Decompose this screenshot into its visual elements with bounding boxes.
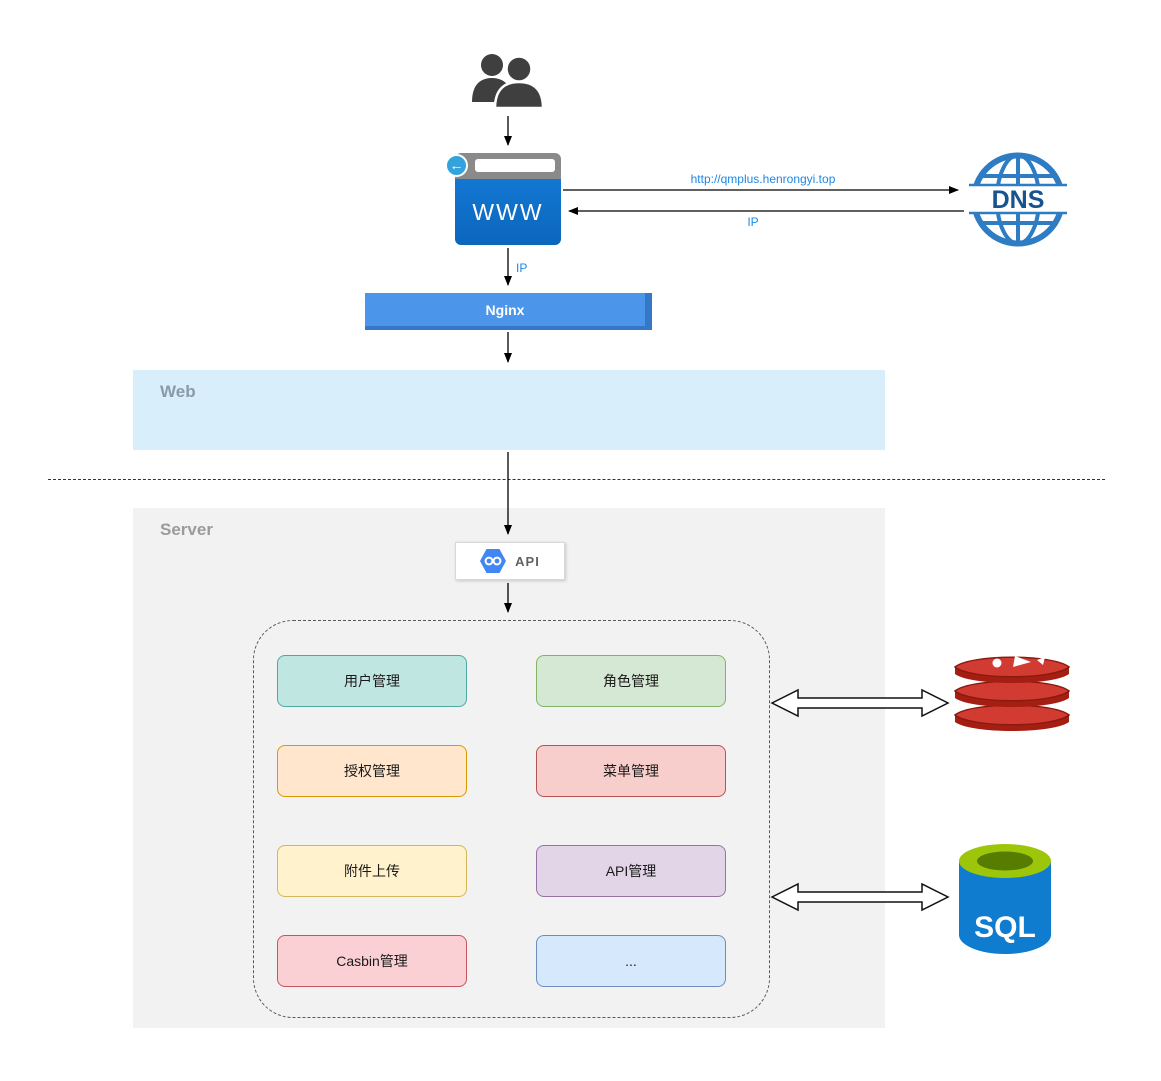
browser-icon: ← WWW [445, 153, 561, 245]
request-url-label: http://qmplus.henrongyi.top [690, 172, 836, 186]
nginx-node: Nginx [365, 293, 652, 330]
server-zone: Server [133, 508, 885, 1028]
dns-globe-icon: DNS [968, 152, 1068, 247]
sql-label: SQL [974, 911, 1036, 944]
web-zone: Web [133, 370, 885, 450]
back-arrow-icon: ← [445, 154, 468, 177]
browser-toolbar: ← [445, 153, 561, 179]
module-box-role-mgmt: 角色管理 [536, 655, 726, 707]
module-box-more: ... [536, 935, 726, 987]
dns-ip-label: IP [747, 215, 759, 229]
module-box-casbin-mgmt: Casbin管理 [277, 935, 467, 987]
module-box-api-mgmt: API管理 [536, 845, 726, 897]
module-label: 角色管理 [603, 673, 659, 689]
api-node: API [455, 542, 565, 580]
module-label: 授权管理 [344, 763, 400, 779]
browser-label: WWW [455, 179, 561, 245]
dashed-separator-line [48, 479, 1105, 480]
module-label: 用户管理 [344, 673, 400, 689]
nginx-label: Nginx [485, 301, 525, 318]
api-label: API [515, 553, 540, 569]
server-zone-label: Server [160, 520, 213, 539]
module-box-auth-mgmt: 授权管理 [277, 745, 467, 797]
module-box-user-mgmt: 用户管理 [277, 655, 467, 707]
web-zone-label: Web [160, 382, 196, 401]
module-label: Casbin管理 [336, 953, 408, 969]
dns-label: DNS [992, 186, 1045, 214]
users-icon [468, 50, 548, 114]
sql-database-icon: SQL [955, 833, 1055, 961]
module-label: 附件上传 [344, 863, 400, 879]
browser-address-bar [475, 159, 555, 172]
module-label: API管理 [605, 863, 657, 879]
module-label: 菜单管理 [603, 763, 659, 779]
api-hexagon-icon [480, 549, 507, 573]
module-label: ... [625, 953, 637, 969]
nginx-ip-label: IP [516, 261, 528, 275]
redis-icon [953, 650, 1071, 740]
module-box-attachment-upload: 附件上传 [277, 845, 467, 897]
modules-dashed-container [253, 620, 770, 1018]
module-box-menu-mgmt: 菜单管理 [536, 745, 726, 797]
